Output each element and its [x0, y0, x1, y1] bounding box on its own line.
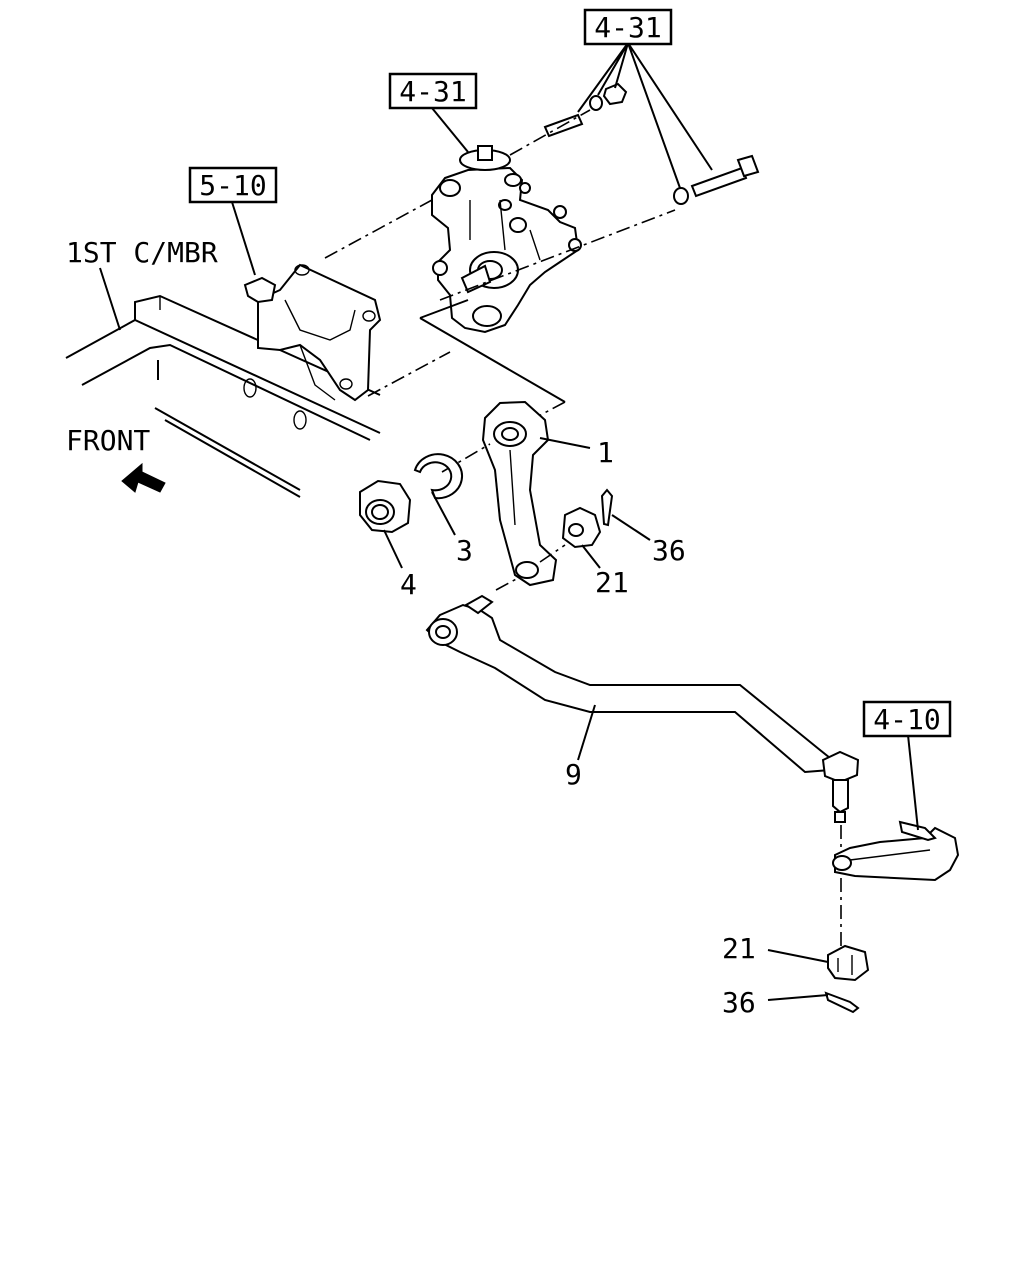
callout-9: 9	[565, 758, 582, 791]
ref-box-frame-bracket: 5-10	[188, 166, 278, 204]
knuckle-arm	[832, 820, 960, 882]
frame-crossmember	[65, 294, 381, 498]
ref-knuckle-arm-text: 4-10	[873, 703, 940, 736]
ref-box-knuckle-arm: 4-10	[862, 700, 952, 738]
steering-gearbox	[431, 145, 582, 334]
callout-3: 3	[456, 534, 473, 567]
callout-4: 4	[400, 568, 417, 601]
ref-gearbox-text: 4-31	[399, 75, 466, 108]
callout-36-upper: 36	[652, 534, 686, 567]
front-label: FRONT	[66, 424, 150, 457]
front-arrow-icon	[121, 462, 166, 493]
pitman-arm-nut	[359, 479, 412, 534]
crossmember-label: 1ST C/MBR	[66, 236, 218, 269]
lock-washer	[413, 453, 464, 500]
cotter-pin-lower	[824, 991, 860, 1014]
ref-frame-bracket-text: 5-10	[199, 169, 266, 202]
ref-gear-bolts-text: 4-31	[594, 11, 661, 44]
castle-nut-lower	[827, 944, 870, 982]
pitman-ball-line	[495, 544, 566, 591]
cotter-pin-upper	[600, 488, 614, 527]
leader-lines	[99, 42, 919, 1001]
pitman-arm	[481, 400, 558, 587]
frame-bracket	[243, 263, 382, 402]
castle-nut-upper	[561, 506, 602, 549]
ref-box-gearbox: 4-31	[388, 72, 478, 110]
callout-21-upper: 21	[595, 566, 629, 599]
callout-21-lower: 21	[722, 932, 756, 965]
callout-36-lower: 36	[722, 986, 756, 1019]
drag-link	[425, 594, 860, 823]
ref-box-gear-bolts: 4-31	[583, 8, 673, 46]
gear-mount-hardware	[543, 82, 760, 205]
callout-1: 1	[597, 436, 614, 469]
